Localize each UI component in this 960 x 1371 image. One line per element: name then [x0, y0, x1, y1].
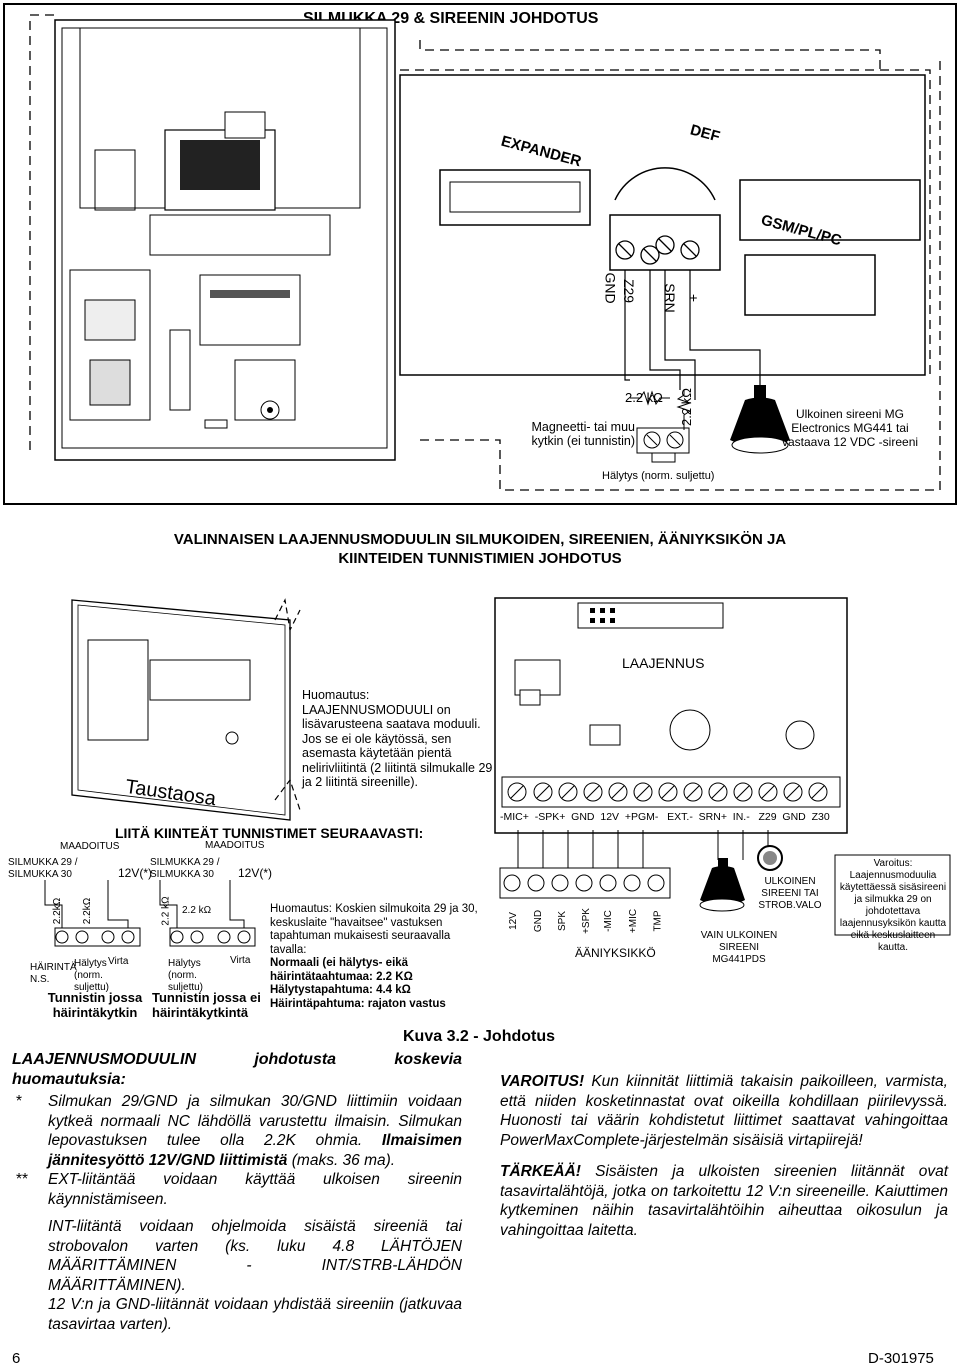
note-3: INT-liitäntä voidaan ohjelmoida sisäistä…: [48, 1218, 462, 1294]
detector-without-tamper: Tunnistin jossa ei häirintäkytkintä: [152, 990, 261, 1020]
note-2: ** EXT-liitäntää voidaan käyttää ulkoise…: [12, 1170, 462, 1209]
resistor-mid-2: 2.2 kΩ: [182, 905, 212, 916]
module-note: Huomautus: LAAJENNUSMODUULI on lisävarus…: [302, 688, 493, 789]
power-label-mid: Virta: [230, 955, 251, 966]
page-number: 6: [12, 1350, 21, 1367]
sound-terminal-plus-spk: +SPK: [580, 908, 592, 934]
sound-terminal-spk: SPK: [557, 910, 569, 932]
siren-icon: [730, 385, 790, 454]
note-1-text-c: (maks. 36 ma).: [287, 1151, 396, 1169]
note-2-marker: **: [16, 1171, 29, 1188]
loop-label-left: SILMUKKA 29 / SILMUKKA 30: [8, 857, 78, 880]
loops-note-normal: Normaali (ei hälytys- eikä häirintätaaht…: [270, 957, 413, 983]
resistor-label-1: 2.2 kΩ: [625, 390, 663, 405]
magnet-switch-label: Magneetti- tai muu kytkin (ei tunnistin): [531, 420, 635, 448]
sound-unit-label: ÄÄNIYKSIKKÖ: [575, 946, 656, 960]
figure-caption: Kuva 3.2 - Johdotus: [403, 1028, 556, 1045]
loop-label-mid: SILMUKKA 29 / SILMUKKA 30: [150, 857, 220, 880]
sound-terminal-minus-mic: -MIC: [602, 910, 614, 932]
external-siren-label: Ulkoinen sireeni MG Electronics MG441 ta…: [781, 407, 919, 449]
ext-siren-strobe-label: ULKOINEN SIREENI TAI STROB.VALO: [758, 876, 822, 911]
ground-label-mid: MAADOITUS: [205, 840, 265, 851]
tamper-nc-label: HÄIRINTÄ N.S.: [30, 962, 77, 985]
resistor-left-2: 2.2kΩ: [82, 897, 94, 925]
notes-heading: LAAJENNUSMODUULIN johdotusta koskevia hu…: [12, 1051, 462, 1088]
left-notes-column: LAAJENNUSMODUULIN johdotusta koskevia hu…: [12, 1050, 462, 1334]
warning-paragraph: VAROITUS! Kun kiinnität liittimiä takais…: [500, 1072, 948, 1150]
sound-terminal-gnd: GND: [533, 909, 545, 933]
note-1-marker: *: [16, 1093, 23, 1110]
sound-terminal-tmp: TMP: [652, 910, 664, 932]
laajennus-label: LAAJENNUS: [622, 655, 705, 671]
ext-siren-only-label: VAIN ULKOINEN SIREENI MG441PDS: [700, 930, 778, 965]
important-label: TÄRKEÄÄ!: [500, 1163, 581, 1180]
detector-with-tamper: Tunnistin jossa häirintäkytkin: [47, 990, 143, 1020]
sound-terminal-12v: 12V: [507, 912, 519, 930]
warning-text: Kun kiinnität liittimiä takaisin paikoil…: [500, 1073, 948, 1149]
resistor-left-1: 2.2kΩ: [52, 897, 64, 925]
resistor-mid-1: 2.2 kΩ: [160, 896, 172, 926]
important-paragraph: TÄRKEÄÄ! Sisäisten ja ulkoisten sireenie…: [500, 1162, 948, 1240]
document-code: D-301975: [868, 1350, 934, 1367]
note-1-text-b: Ilmaisimen jännitesyöttö 12V/GND liittim…: [48, 1132, 462, 1169]
connect-detectors-heading: LIITÄ KIINTEÄT TUNNISTIMET SEURAAVASTI:: [115, 825, 424, 841]
sound-terminal-plus-mic: +MIC: [628, 908, 640, 934]
alarm-label-mid: Hälytys (norm. suljettu): [168, 958, 204, 993]
middle-section-title: VALINNAISEN LAAJENNUSMODUULIN SILMUKOIDE…: [173, 531, 787, 567]
alarm-nc-label: Hälytys (norm. suljettu): [602, 470, 715, 482]
alarm-label-left: Hälytys (norm. suljettu): [74, 958, 110, 993]
warning-label: VAROITUS!: [500, 1073, 585, 1090]
power-label-left: Virta: [108, 956, 129, 967]
loops-note-intro: Huomautus: Koskien silmukoita 29 ja 30, …: [270, 903, 478, 956]
v12-label-mid: 12V(*): [238, 866, 273, 880]
expansion-board-illustration: [44, 597, 951, 947]
ground-label-left: MAADOITUS: [60, 841, 120, 852]
important-text: Sisäisten ja ulkoisten sireenien liitänn…: [500, 1163, 948, 1239]
loops-note: Huomautus: Koskien silmukoita 29 ja 30, …: [270, 903, 485, 1011]
note-1-text-a: Silmukan 29/GND ja silmukan 30/GND liitt…: [48, 1093, 462, 1149]
panel-board-illustration: [29, 14, 941, 491]
note-4: 12 V:n ja GND-liitännät voidaan yhdistää…: [48, 1296, 462, 1333]
loops-note-tamper: Häirintäpahtuma: rajaton vastus: [270, 997, 446, 1010]
note-2-text: EXT-liitäntää voidaan käyttää ulkoisen s…: [48, 1171, 462, 1208]
v12-label-left: 12V(*): [118, 866, 153, 880]
loops-note-alarm: Hälytystapahtuma: 4.4 kΩ: [270, 984, 411, 996]
right-warnings-column: VAROITUS! Kun kiinnität liittimiä takais…: [500, 1072, 948, 1240]
note-1: * Silmukan 29/GND ja silmukan 30/GND lii…: [12, 1092, 462, 1170]
warning-box-text: Varoitus: Laajennusmoduulia käytettäessä…: [839, 858, 947, 953]
top-terminal-labels: -MIC+ -SPK+ GND 12V +PGM- EXT.- SRN+ IN.…: [500, 811, 830, 823]
